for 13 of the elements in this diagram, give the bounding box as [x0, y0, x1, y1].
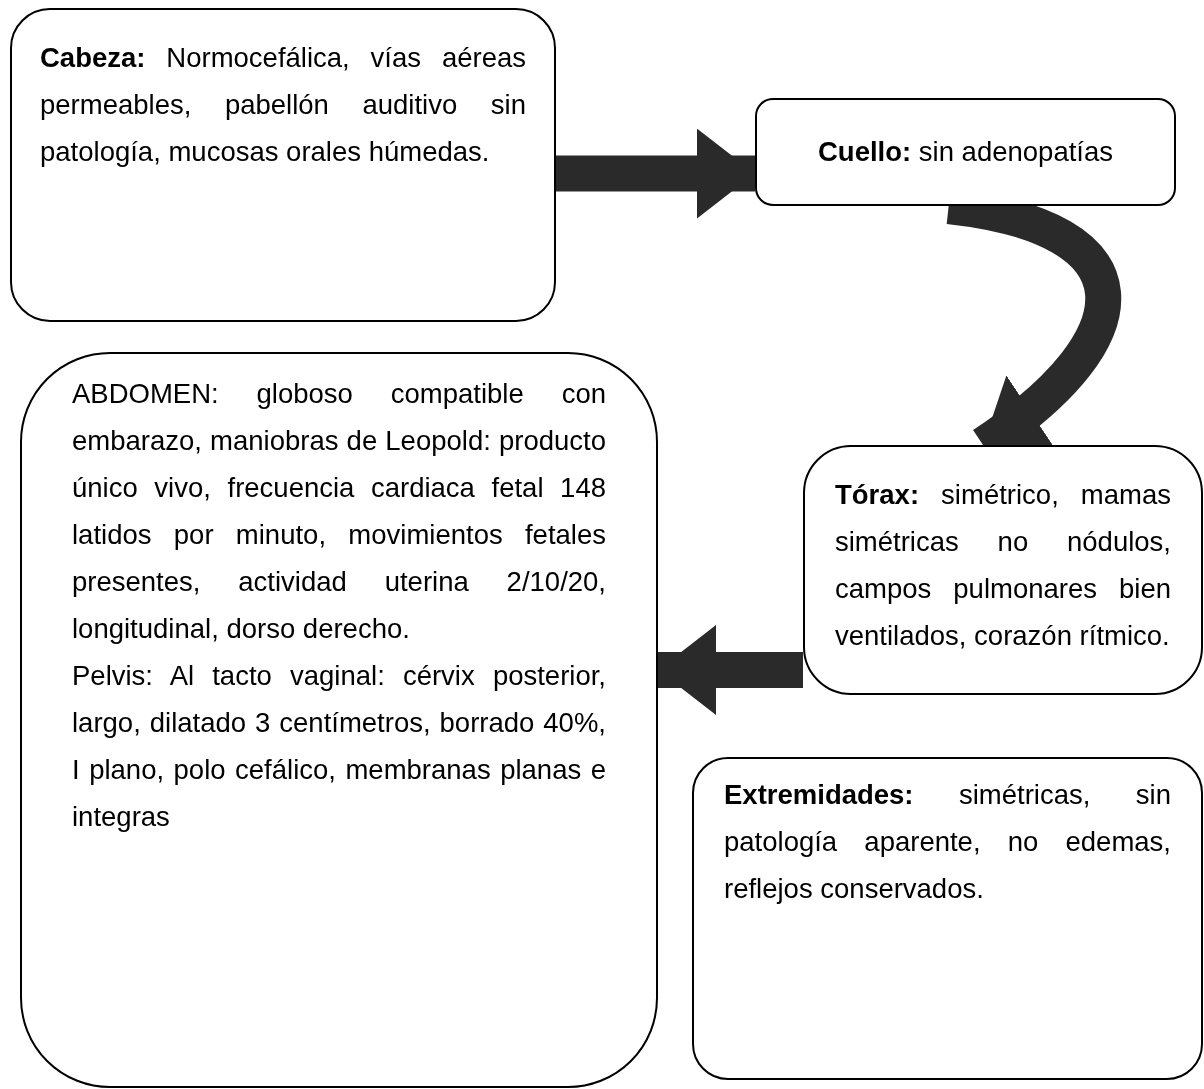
block-arrow: [556, 128, 755, 219]
block-arrow: [658, 625, 803, 715]
paragraph: Tórax: simétrico, mamas simétricas no nódulos, campos pulmonares bien ventilados, corazón rítmico.: [835, 478, 1171, 653]
rounded-text-box: [10, 8, 556, 322]
rounded-text-box: [755, 98, 1176, 206]
paragraph: ABDOMEN: globoso compatible con embarazo, maniobras de Leopold: producto único vivo, frecuencia cardiaca fetal 148 latidos por minuto, movimientos fetales presentes, actividad uterina 2/10/20, longitudinal, dorso derecho.: [72, 377, 606, 646]
paragraph: Cabeza: Normocefálica, vías aéreas permeables, pabellón auditivo sin patología, mucosas orales húmedas.: [40, 41, 526, 169]
rounded-text-box: [20, 352, 658, 1088]
paragraph: Cuello: sin adenopatías: [817, 135, 1114, 169]
rounded-text-box: [803, 445, 1203, 695]
paragraph: Extremidades: simétricas, sin patología aparente, no edemas, reflejos conservados.: [724, 778, 1171, 906]
paragraph: Pelvis: Al tacto vaginal: cérvix posterior, largo, dilatado 3 centímetros, borrado 40%, I plano, polo cefálico, membranas planas e integras: [72, 659, 606, 834]
rounded-text-box: [692, 757, 1203, 1080]
